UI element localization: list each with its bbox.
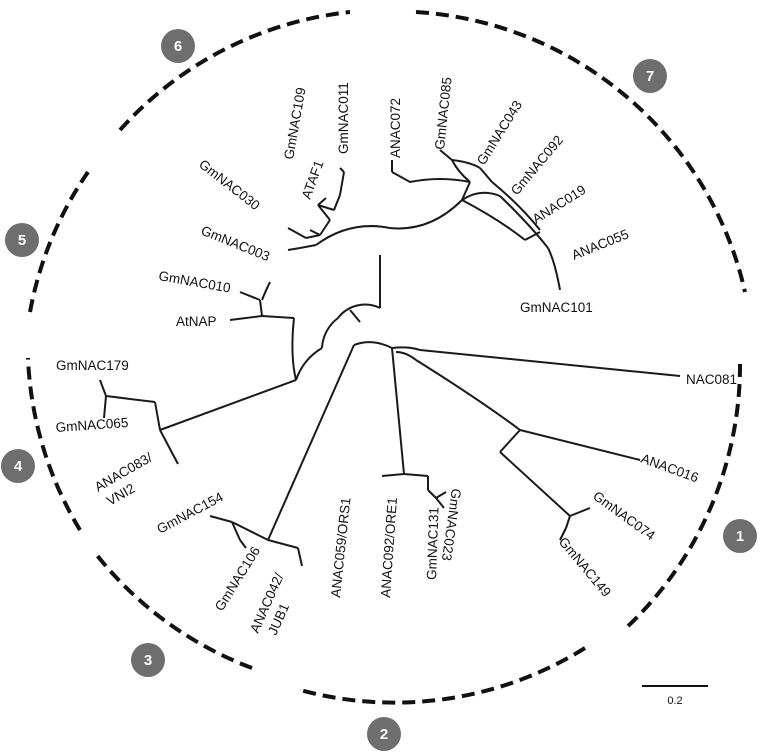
clade-badges: 1 2 3 4 5 6 7 (1, 29, 757, 751)
clade-badge-1-label: 1 (736, 528, 744, 545)
leaf-gmnac030: GmNAC030 (196, 157, 263, 214)
clade-badge-7: 7 (633, 59, 667, 93)
leaf-gmnac011: GmNAC011 (336, 82, 351, 154)
clade-arc-3 (94, 552, 253, 670)
leaf-gmnac065: GmNAC065 (55, 415, 129, 435)
clade-badge-7-label: 7 (646, 68, 654, 85)
leaf-anac072: ANAC072 (388, 98, 403, 158)
clade-badge-6-label: 6 (174, 38, 182, 55)
leaf-anac019: ANAC019 (530, 182, 589, 227)
clade-badge-2: 2 (367, 717, 401, 751)
scale-bar: 0.2 (642, 685, 708, 707)
leaf-gmnac092: GmNAC092 (508, 133, 566, 198)
leaf-gmnac131: GmNAC131 (424, 507, 442, 580)
leaf-ataf1: ATAF1 (299, 158, 327, 201)
clade-arc-7 (415, 10, 747, 293)
clade-badge-1: 1 (723, 519, 757, 553)
leaf-gmnac101: GmNAC101 (520, 300, 593, 315)
leaf-labels: GmNAC011 ATAF1 GmNAC109 GmNAC030 GmNAC00… (55, 76, 737, 637)
leaf-gmnac154: GmNAC154 (154, 489, 226, 537)
leaf-anac055: ANAC055 (570, 226, 631, 262)
leaf-gmnac106: GmNAC106 (212, 544, 263, 614)
clade-badge-5-label: 5 (18, 232, 26, 249)
clade-badge-4: 4 (1, 449, 35, 483)
scale-bar-label: 0.2 (667, 695, 682, 707)
leaf-gmnac023: GmNAC023 (439, 488, 464, 562)
leaf-anac059: ANAC059/ORS1 (328, 497, 353, 599)
leaf-anac016: ANAC016 (639, 451, 701, 486)
leaf-gmnac074: GmNAC074 (590, 488, 658, 543)
clade-arc-2 (299, 646, 587, 705)
leaf-nac081: NAC081 (686, 372, 737, 387)
leaf-gmnac109: GmNAC109 (281, 86, 308, 160)
leaf-gmnac149: GmNAC149 (556, 534, 614, 599)
clade-arcs (26, 10, 747, 705)
clade-arc-4 (26, 357, 82, 532)
leaf-gmnac003: GmNAC003 (199, 223, 272, 264)
clade-badge-2-label: 2 (380, 726, 388, 743)
leaf-gmnac010: GmNAC010 (157, 268, 231, 295)
clade-badge-6: 6 (161, 29, 195, 63)
leaf-gmnac043: GmNAC043 (474, 98, 525, 168)
leaf-atnap: AtNAP (176, 314, 217, 329)
leaf-anac092-ore1: ANAC092/ORE1 (378, 497, 400, 598)
leaf-gmnac179: GmNAC179 (56, 358, 129, 373)
clade-arc-6 (118, 10, 351, 132)
tree-branches (99, 149, 681, 567)
clade-badge-3: 3 (131, 643, 165, 677)
clade-badge-5: 5 (5, 223, 39, 257)
clade-arc-1 (624, 363, 743, 630)
clade-badge-4-label: 4 (14, 458, 23, 475)
leaf-gmnac085: GmNAC085 (432, 76, 455, 150)
clade-badge-3-label: 3 (144, 652, 152, 669)
